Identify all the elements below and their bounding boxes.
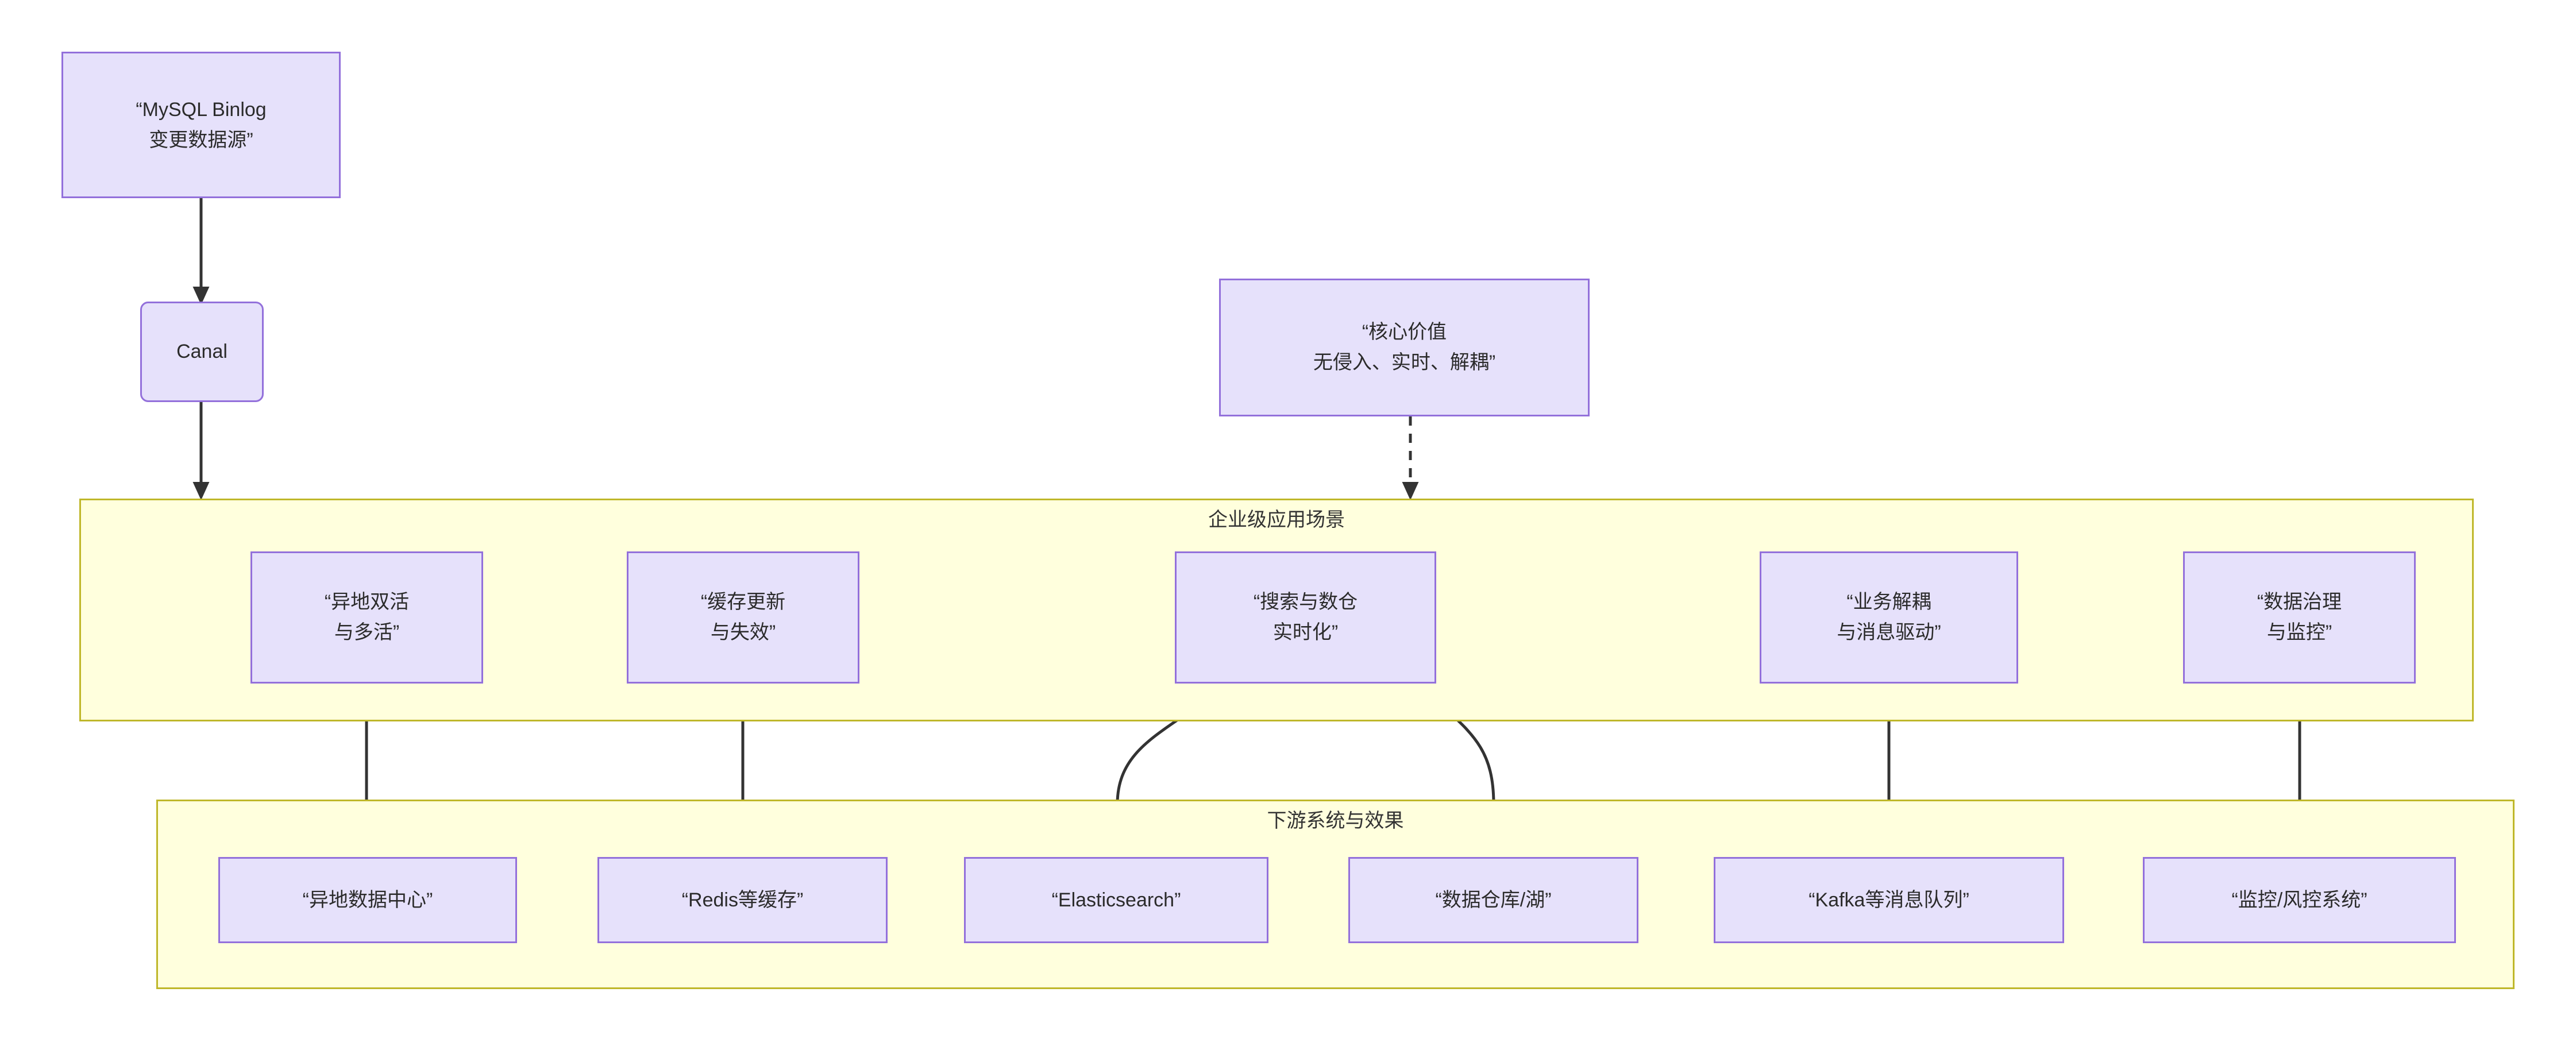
node-line: 与消息驱动” [1837, 621, 1941, 643]
node-line: “业务解耦 [1846, 591, 1931, 613]
node-line: Canal [176, 341, 227, 363]
node-line: “Redis等缓存” [681, 889, 804, 911]
node-mysql-binlog-source[interactable]: “MySQL Binlog 变更数据源” [61, 52, 341, 198]
node-downstream-data-warehouse[interactable]: “数据仓库/湖” [1348, 857, 1638, 943]
cluster-downstream-systems: 下游系统与效果 [156, 800, 2515, 989]
node-scenario-multi-active[interactable]: “异地双活 与多活” [250, 551, 483, 684]
cluster-title-enterprise-scenarios: 企业级应用场景 [1208, 509, 1345, 531]
node-downstream-elasticsearch[interactable]: “Elasticsearch” [964, 857, 1268, 943]
node-line: “数据治理 [2257, 591, 2342, 613]
node-canal[interactable]: Canal [140, 302, 264, 402]
node-downstream-remote-datacenter[interactable]: “异地数据中心” [218, 857, 517, 943]
node-line: 与多活” [334, 621, 400, 643]
node-scenario-cache-update[interactable]: “缓存更新 与失效” [627, 551, 859, 684]
node-scenario-business-decoupling[interactable]: “业务解耦 与消息驱动” [1760, 551, 2018, 684]
node-line: “搜索与数仓 [1253, 591, 1358, 613]
node-line: “缓存更新 [700, 591, 786, 613]
node-downstream-redis-cache[interactable]: “Redis等缓存” [597, 857, 888, 943]
node-line: 实时化” [1272, 621, 1339, 643]
node-line: “Kafka等消息队列” [1808, 889, 1969, 911]
node-line: 无侵入、实时、解耦” [1313, 352, 1496, 373]
node-line: 与监控” [2266, 621, 2332, 643]
node-line: 变更数据源” [149, 129, 253, 151]
node-line: “数据仓库/湖” [1435, 889, 1552, 911]
node-line: “Elasticsearch” [1051, 889, 1181, 911]
node-core-value[interactable]: “核心价值 无侵入、实时、解耦” [1219, 279, 1590, 416]
node-scenario-data-governance[interactable]: “数据治理 与监控” [2183, 551, 2416, 684]
node-line: 与失效” [710, 621, 776, 643]
node-downstream-monitoring[interactable]: “监控/风控系统” [2143, 857, 2456, 943]
node-line: “监控/风控系统” [2231, 889, 2367, 911]
node-downstream-kafka-queue[interactable]: “Kafka等消息队列” [1714, 857, 2064, 943]
node-line: “MySQL Binlog [136, 98, 267, 121]
node-line: “核心价值 [1362, 321, 1447, 343]
node-scenario-search-warehouse[interactable]: “搜索与数仓 实时化” [1175, 551, 1436, 684]
node-line: “异地数据中心” [302, 889, 433, 911]
cluster-title-downstream-systems: 下游系统与效果 [1267, 810, 1404, 832]
node-line: “异地双活 [324, 591, 410, 613]
